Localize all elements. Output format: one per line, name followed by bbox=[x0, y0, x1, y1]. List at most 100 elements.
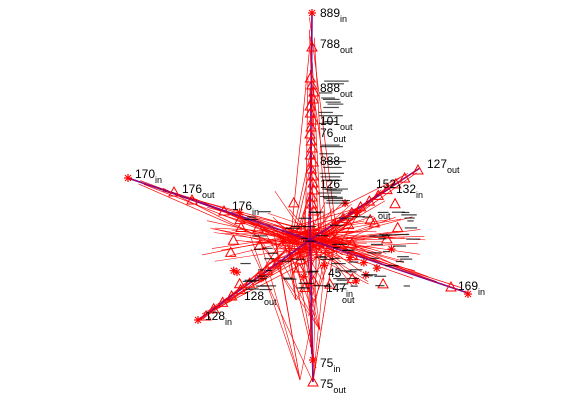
out-node-marker bbox=[364, 213, 377, 225]
node-label-subscript: out bbox=[340, 89, 353, 99]
node-label-number: 75 bbox=[320, 356, 334, 370]
out-node-marker-top bbox=[306, 40, 318, 52]
node-label-number: 888 bbox=[320, 154, 340, 168]
out-node-marker-176b bbox=[186, 193, 198, 205]
out-node-marker bbox=[233, 277, 246, 289]
edge-cluster bbox=[298, 226, 349, 247]
node-label-subscript: out bbox=[333, 385, 346, 395]
node-label-subscript: out bbox=[342, 295, 355, 305]
node-label-l-45: 45 bbox=[328, 266, 342, 280]
node-label-number: 126 bbox=[320, 177, 340, 191]
edge-cluster bbox=[324, 242, 419, 249]
node-label-number: 888 bbox=[320, 81, 340, 95]
node-label-subscript: out bbox=[202, 190, 215, 200]
out-node-marker-ll-arm bbox=[270, 257, 283, 269]
out-node-marker bbox=[368, 216, 381, 228]
out-node-marker bbox=[377, 277, 389, 289]
in-node-marker bbox=[320, 261, 329, 270]
node-label-l-176a: 176out bbox=[182, 182, 215, 200]
node-label-subscript: out bbox=[340, 45, 353, 55]
out-node-marker bbox=[324, 278, 336, 289]
out-node-marker bbox=[346, 249, 359, 261]
out-node-marker-top-arm bbox=[307, 169, 320, 181]
edge-cluster bbox=[303, 231, 361, 235]
out-node-marker-ur-arm bbox=[398, 172, 411, 183]
edge-cluster bbox=[309, 230, 377, 233]
in-node-marker bbox=[359, 258, 368, 267]
in-node-marker bbox=[232, 268, 241, 277]
label-clutter bbox=[240, 80, 421, 291]
node-label-subscript: out bbox=[378, 211, 391, 221]
out-node-marker-top-arm bbox=[307, 155, 320, 167]
out-node-marker-top-arm bbox=[304, 99, 317, 111]
edge-cluster bbox=[210, 227, 298, 250]
node-label-number: 128 bbox=[244, 289, 264, 303]
out-node-marker bbox=[299, 281, 311, 292]
out-node-marker bbox=[224, 246, 237, 257]
node-label-number: 45 bbox=[328, 266, 342, 280]
edge-cluster bbox=[298, 236, 425, 240]
node-label-l-out1: out bbox=[378, 211, 391, 221]
label-layer: 889in788out888out101out76out888126170in1… bbox=[135, 6, 485, 395]
edge-right bbox=[328, 233, 399, 268]
edge-cluster bbox=[241, 217, 311, 249]
edge-cluster bbox=[305, 231, 397, 243]
node-label-l-m3: 76out bbox=[320, 126, 346, 144]
node-label-l-m4: 888 bbox=[320, 154, 340, 168]
edge-cluster bbox=[267, 212, 321, 232]
node-label-l-75b: 75out bbox=[320, 377, 346, 395]
out-node-marker bbox=[227, 234, 240, 245]
node-label-l-152: 152 bbox=[376, 177, 396, 191]
edge-bottom-fan bbox=[250, 236, 301, 381]
node-label-l-m1: 888out bbox=[320, 81, 353, 99]
node-label-subscript: out bbox=[264, 297, 277, 307]
edge-cluster bbox=[298, 192, 309, 240]
node-label-l-128: 128in bbox=[205, 309, 232, 327]
node-label-l-169: 169in bbox=[458, 279, 485, 297]
edge-bottom-fan bbox=[312, 236, 337, 383]
edge-bottom-fan bbox=[282, 231, 297, 301]
node-label-number: 75 bbox=[320, 377, 334, 391]
out-node-marker-ur-arm bbox=[372, 189, 385, 200]
out-node-marker-top-arm bbox=[306, 141, 319, 153]
edge-cluster bbox=[301, 244, 346, 248]
in-node-marker-169 bbox=[464, 290, 472, 298]
node-label-number: 152 bbox=[376, 177, 396, 191]
out-node-marker-ll-arm bbox=[225, 289, 238, 301]
node-label-l-top2: 788out bbox=[320, 37, 353, 55]
edge-cluster bbox=[272, 216, 300, 244]
node-label-l-m2: 101out bbox=[320, 114, 353, 132]
out-node-marker-top-arm bbox=[307, 92, 320, 104]
out-node-marker-top-arm bbox=[307, 204, 320, 216]
out-node-marker-top-arm bbox=[305, 162, 318, 174]
node-label-number: 788 bbox=[320, 37, 340, 51]
node-label-l-147: 147in bbox=[326, 281, 353, 299]
edge-cluster bbox=[312, 203, 352, 239]
edge-cluster bbox=[317, 208, 333, 231]
node-label-number: 128 bbox=[205, 309, 225, 323]
node-label-l-170: 170in bbox=[135, 167, 162, 185]
edge-bottom-fan bbox=[250, 249, 314, 383]
out-node-marker-ll-arm bbox=[261, 264, 274, 275]
node-label-l-176b: 176in bbox=[232, 199, 259, 217]
edge-cluster bbox=[255, 233, 311, 275]
edge-top bbox=[291, 146, 313, 240]
out-node-marker bbox=[235, 221, 247, 233]
out-node-marker bbox=[287, 196, 300, 208]
in-node-marker-75 bbox=[309, 356, 317, 364]
out-node-marker-top-arm bbox=[306, 190, 319, 202]
out-node-marker-top-arm bbox=[304, 106, 317, 118]
node-label-number: 127 bbox=[427, 157, 447, 171]
node-label-number: 101 bbox=[320, 114, 340, 128]
node-label-number: 889 bbox=[320, 6, 340, 20]
out-node-marker bbox=[293, 261, 305, 273]
node-layer bbox=[124, 9, 472, 387]
out-node-marker bbox=[346, 237, 358, 249]
out-node-marker-ur-arm bbox=[381, 183, 393, 195]
edge-cluster bbox=[322, 233, 409, 244]
node-label-number: 170 bbox=[135, 167, 155, 181]
out-node-marker-ur-arm bbox=[389, 177, 402, 189]
edge-bottom-fan bbox=[281, 232, 321, 331]
out-node-marker-176 bbox=[168, 185, 180, 197]
